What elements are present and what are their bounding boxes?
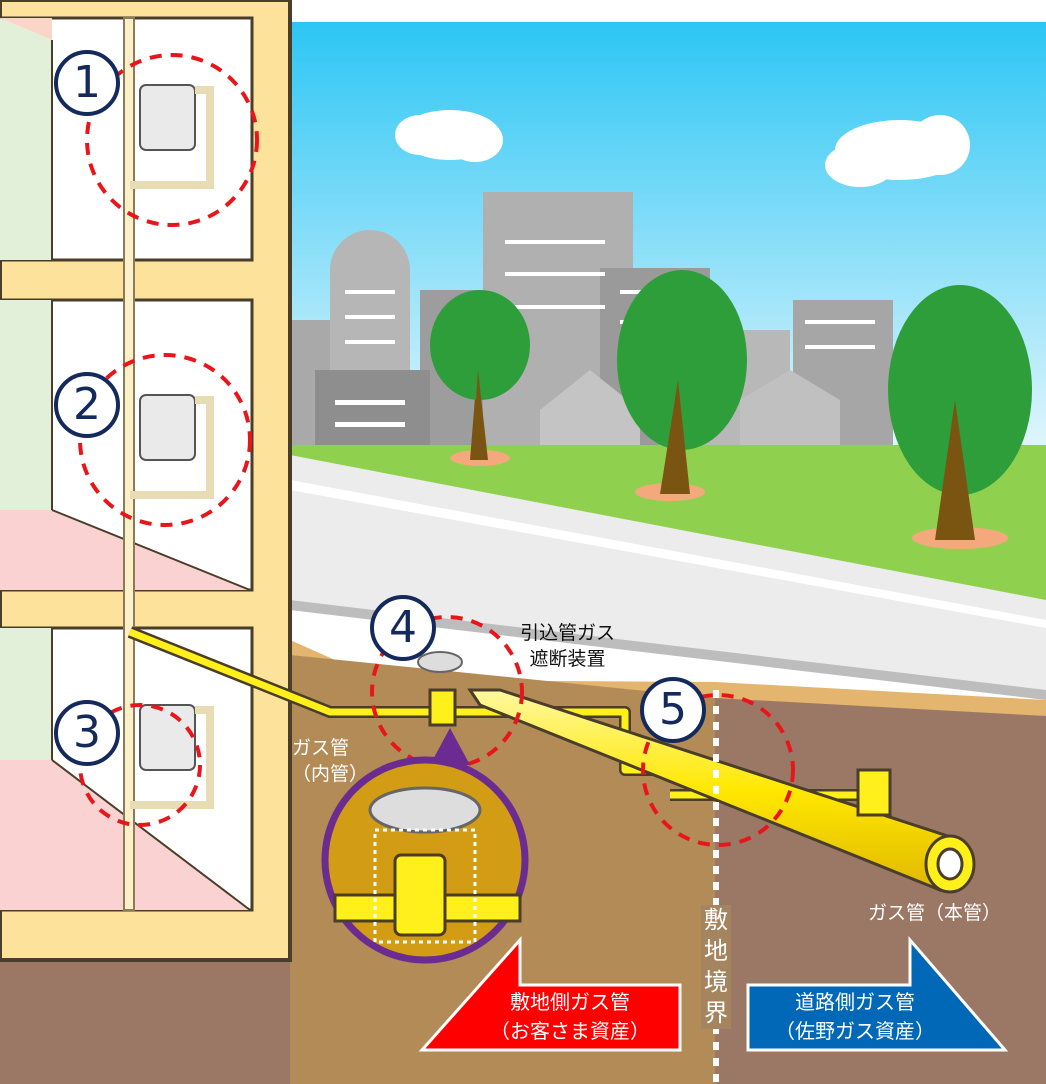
- marker-4: 4: [370, 595, 436, 661]
- highlight-circles: [78, 53, 795, 847]
- city-buildings: [290, 192, 893, 450]
- site-side-line1: 敷地側ガス管: [510, 990, 630, 1014]
- inner-pipe-label-line1: ガス管: [292, 737, 350, 759]
- boundary-char: 境: [704, 968, 728, 996]
- road-side-arrow-label: 道路側ガス管 （佐野ガス資産）: [750, 988, 960, 1046]
- road-side-arrow: [746, 935, 1009, 1052]
- site-side-arrow-label: 敷地側ガス管 （お客さま資産）: [460, 988, 680, 1046]
- main-pipe-label: ガス管（本管）: [868, 902, 1002, 924]
- shutoff-device-label: 引込管ガス 遮断装置: [520, 620, 615, 672]
- trees: [430, 270, 1032, 549]
- clouds: [395, 110, 970, 187]
- riser-pipe: [123, 17, 135, 911]
- road-side-line1: 道路側ガス管: [795, 990, 915, 1014]
- shutoff-label-line1: 引込管ガス: [520, 622, 616, 644]
- soil-surface: [290, 640, 1046, 720]
- marker-5: 5: [640, 677, 706, 743]
- inner-pipe-label: ガス管 （内管）: [292, 735, 368, 787]
- road-side-line2: （佐野ガス資産）: [775, 1019, 935, 1043]
- inner-pipe-label-line2: （内管）: [292, 763, 369, 785]
- boundary-char: 地: [704, 937, 728, 965]
- boundary-char: 敷: [704, 906, 728, 934]
- site-side-line2: （お客さま資産）: [490, 1019, 650, 1043]
- marker-2: 2: [54, 372, 120, 438]
- site-side-arrow: [418, 936, 682, 1052]
- shutoff-label-line2: 遮断装置: [529, 648, 606, 670]
- marker-3: 3: [54, 700, 120, 766]
- gas-meters: [130, 84, 214, 809]
- shutoff-valve: [428, 688, 457, 727]
- boundary-char: 界: [704, 999, 728, 1027]
- property-boundary-label: 敷 地 境 界: [701, 905, 731, 1029]
- marker-1: 1: [54, 50, 120, 116]
